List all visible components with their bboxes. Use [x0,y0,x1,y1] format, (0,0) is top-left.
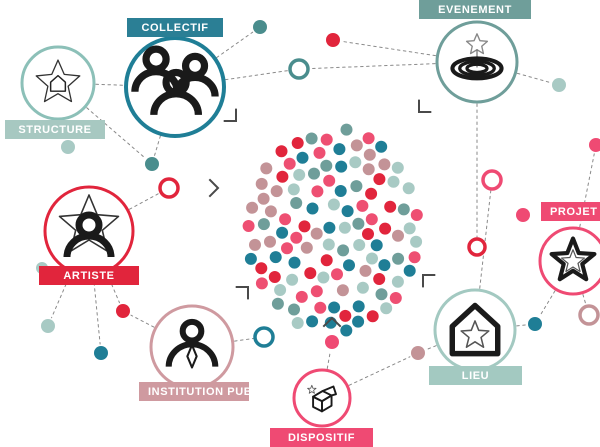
node-dispositif[interactable] [292,368,352,428]
ring-right-upper [481,169,503,191]
node-artiste[interactable] [43,185,135,277]
dot-mid-teal [145,157,159,171]
dot-teal-low [94,346,108,360]
node-structure[interactable] [20,45,96,121]
dot-top-teal [253,20,267,34]
ring-marker-layer [158,58,600,348]
arrow-lower-left-to-cluster [235,286,249,300]
central-dot-cluster [242,123,423,337]
arrow-evenement-to-cluster [418,99,432,113]
double-star-icon [549,236,597,282]
dot-marker-layer [36,20,600,360]
node-lieu[interactable] [433,288,517,372]
star-person-icon [58,194,120,258]
node-label-projet: PROJET [541,202,600,221]
dot-right-sage [552,78,566,92]
ring-right-lower [578,304,600,326]
ring-left-mid [158,177,180,199]
node-label-artiste: ARTISTE [39,266,139,285]
star-house-icon [35,59,81,103]
node-label-dispositif: DISPOSITIF [270,428,373,447]
open-box-star-icon [307,384,337,413]
ring-bottom-left [253,326,275,348]
node-institution[interactable] [149,304,235,390]
dot-left-sage [61,140,75,154]
node-collectif[interactable] [124,36,226,138]
house-star-icon [449,302,501,357]
node-evenement[interactable] [435,20,519,104]
node-layer [20,20,600,428]
three-people-icon [131,45,219,116]
dot-top-red [326,33,340,47]
person-tie-icon [165,318,219,369]
arrow-left-to-cluster [208,178,220,198]
arrow-collectif-to-cluster [223,108,237,122]
dot-mint-left [41,319,55,333]
node-label-institution: INSTITUTION PUBLIQUE [139,382,288,401]
arrow-bottom-to-cluster [322,316,342,328]
edge-layer [51,31,595,386]
dot-rose-dispositif [325,335,339,349]
node-label-collectif: COLLECTIF [127,18,223,37]
dot-mauve-lieu [411,346,425,360]
node-label-lieu: LIEU [429,366,522,385]
dot-right-edge [589,138,600,152]
node-label-evenement: EVENEMENT [419,0,531,19]
dot-rose-right [516,208,530,222]
dot-teal-lieu-right [528,317,542,331]
arrow-layer [208,99,436,328]
dot-red-center [116,304,130,318]
arrow-lieu-to-cluster [422,274,436,288]
node-label-structure: STRUCTURE [5,120,105,139]
ring-right-mid [467,237,487,257]
stage-target-star-icon [450,33,504,81]
ring-top-center [288,58,310,80]
node-projet[interactable] [538,226,600,296]
